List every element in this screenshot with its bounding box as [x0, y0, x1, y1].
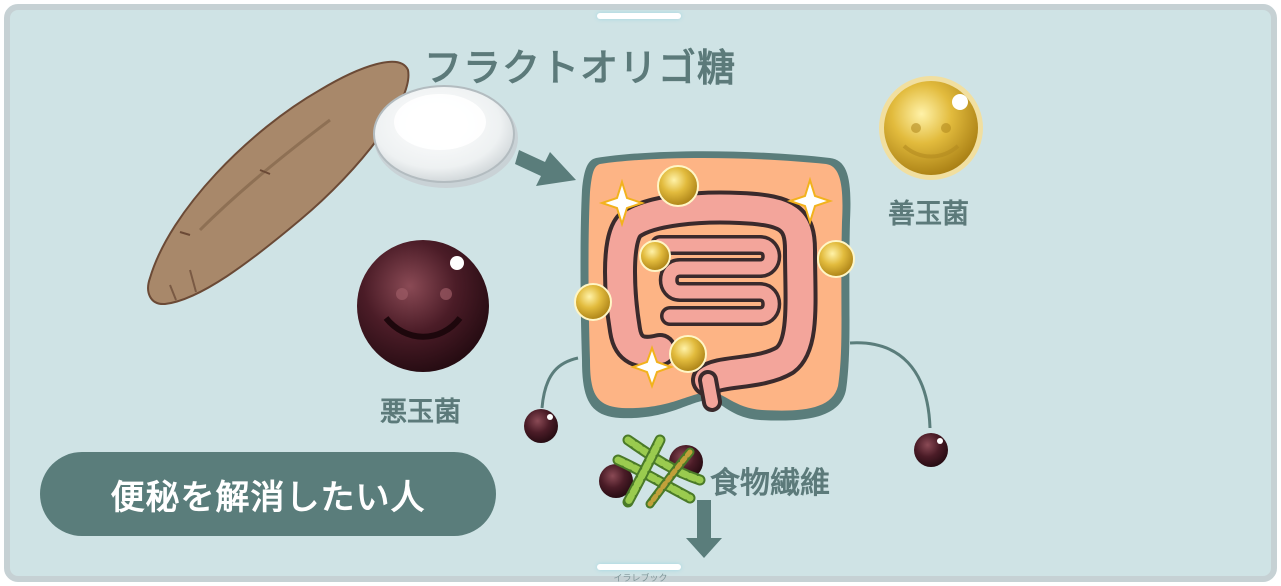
dietary-fiber-label: 食物繊維 [710, 458, 830, 502]
good-bacteria-icon [879, 76, 983, 180]
dietary-fiber-icon [618, 440, 700, 504]
bad-bacteria-icon [357, 240, 489, 372]
watermark-text: イラレブック [0, 571, 1281, 584]
fructooligosaccharide-label: フラクトオリゴ糖 [424, 37, 736, 92]
bad-bacteria-label: 悪玉菌 [380, 390, 461, 429]
excretion-path-left [542, 358, 578, 408]
oligosaccharide-dish-icon [374, 86, 518, 188]
excretion-path-right [850, 343, 930, 428]
target-person-badge: 便秘を解消したい人 [40, 452, 496, 536]
arrow-to-intestine [515, 150, 576, 186]
arrow-down [686, 500, 722, 558]
good-bacteria-label: 善玉菌 [888, 192, 969, 231]
